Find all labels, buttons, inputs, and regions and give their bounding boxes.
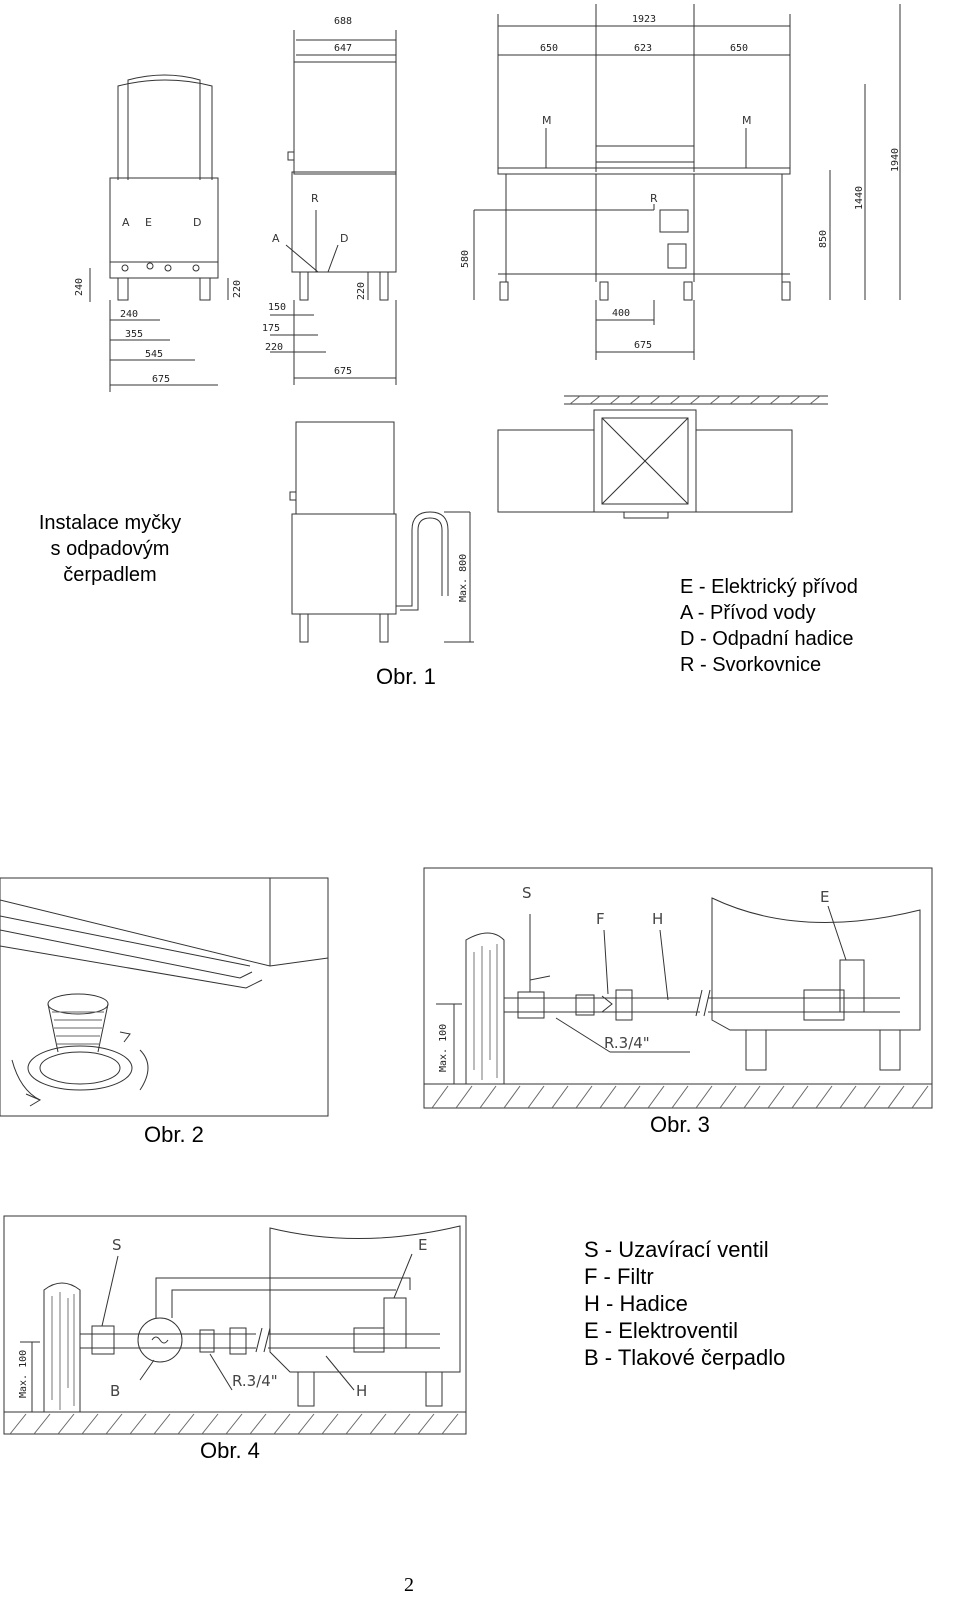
- legend-item-d: D - Odpadní hadice: [680, 628, 854, 650]
- point-a-front: A: [122, 216, 130, 229]
- point-d-side: D: [340, 232, 348, 245]
- drawing-text: A E D 240 355 545 675 240 220 688 647 R …: [18, 14, 901, 1400]
- dim-240-front: 240: [120, 309, 138, 320]
- table-view-drawing: [473, 4, 901, 360]
- point-m-right: M: [742, 114, 752, 127]
- label-e-obr3: E: [820, 888, 829, 906]
- dim-220-side-v: 220: [356, 282, 367, 300]
- heading-line-2: s odpadovým: [50, 538, 170, 560]
- components-legend: S - Uzavírací ventil F - Filtr H - Hadic…: [584, 1236, 785, 1371]
- dim-1940: 1940: [890, 148, 901, 172]
- dim-1923: 1923: [632, 14, 656, 25]
- dim-650-right: 650: [730, 43, 748, 54]
- dim-220-side: 220: [265, 342, 283, 353]
- figure-caption-4: Obr. 4: [200, 1438, 260, 1463]
- legend-item-e: E - Elektrický přívod: [680, 576, 858, 598]
- heading-line-3: čerpadlem: [63, 564, 157, 586]
- point-e-front: E: [145, 216, 152, 229]
- foot-detail-drawing: [0, 877, 329, 1117]
- legend-item-r: R - Svorkovnice: [680, 654, 822, 676]
- label-h-obr4: H: [356, 1382, 367, 1400]
- legend-item-b: B - Tlakové čerpadlo: [584, 1345, 786, 1370]
- figure-caption-3: Obr. 3: [650, 1112, 710, 1137]
- point-r-side: R: [311, 192, 319, 205]
- dim-580: 580: [460, 250, 471, 268]
- thread-obr3: R.3/4": [604, 1034, 650, 1052]
- legend-item-f: F - Filtr: [584, 1264, 654, 1289]
- dim-220-front: 220: [232, 280, 243, 298]
- dim-1440: 1440: [854, 186, 865, 210]
- dim-240-side-front: 240: [74, 278, 85, 296]
- dim-max-100-obr3: Max. 100: [438, 1024, 449, 1072]
- dim-647: 647: [334, 43, 352, 54]
- dim-355-front: 355: [125, 329, 143, 340]
- side-view-drawing: [270, 30, 397, 385]
- label-h-obr3: H: [652, 910, 663, 928]
- heading-line-1: Instalace myčky: [38, 512, 182, 534]
- connections-legend: E - Elektrický přívod A - Přívod vody D …: [680, 574, 858, 678]
- dim-675-table: 675: [634, 340, 652, 351]
- dim-150: 150: [268, 302, 286, 313]
- dim-675-front: 675: [152, 374, 170, 385]
- point-r-table: R: [650, 192, 658, 205]
- front-view-drawing: [89, 74, 229, 392]
- dim-max-100-obr4: Max. 100: [18, 1350, 29, 1398]
- section-heading: Instalace myčky s odpadovým čerpadlem: [20, 510, 200, 588]
- figure-caption-2: Obr. 2: [144, 1122, 204, 1147]
- label-s-obr4: S: [112, 1236, 122, 1254]
- dim-max-800: Max. 800: [458, 554, 469, 602]
- drain-view-drawing: [289, 421, 474, 643]
- label-e-obr4: E: [418, 1236, 427, 1254]
- dim-400: 400: [612, 308, 630, 319]
- thread-obr4: R.3/4": [232, 1372, 278, 1390]
- plan-view-drawing: [497, 395, 828, 519]
- point-m-left: M: [542, 114, 552, 127]
- dim-545-front: 545: [145, 349, 163, 360]
- point-a-side: A: [272, 232, 280, 245]
- point-d-front: D: [193, 216, 201, 229]
- legend-item-a: A - Přívod vody: [680, 602, 816, 624]
- page-number: 2: [404, 1574, 414, 1596]
- label-s-obr3: S: [522, 884, 532, 902]
- legend-item-e2: E - Elektroventil: [584, 1318, 739, 1343]
- valve-assembly-drawing: [423, 867, 933, 1109]
- legend-item-s: S - Uzavírací ventil: [584, 1237, 769, 1262]
- dim-175: 175: [262, 323, 280, 334]
- pump-assembly-drawing: [3, 1215, 467, 1435]
- dim-650-left: 650: [540, 43, 558, 54]
- dim-850: 850: [818, 230, 829, 248]
- label-f-obr3: F: [596, 910, 605, 928]
- dim-623: 623: [634, 43, 652, 54]
- dim-688: 688: [334, 16, 352, 27]
- label-b-obr4: B: [110, 1382, 120, 1400]
- legend-item-h: H - Hadice: [584, 1291, 688, 1316]
- dim-675-side: 675: [334, 366, 352, 377]
- figure-caption-1: Obr. 1: [376, 664, 436, 689]
